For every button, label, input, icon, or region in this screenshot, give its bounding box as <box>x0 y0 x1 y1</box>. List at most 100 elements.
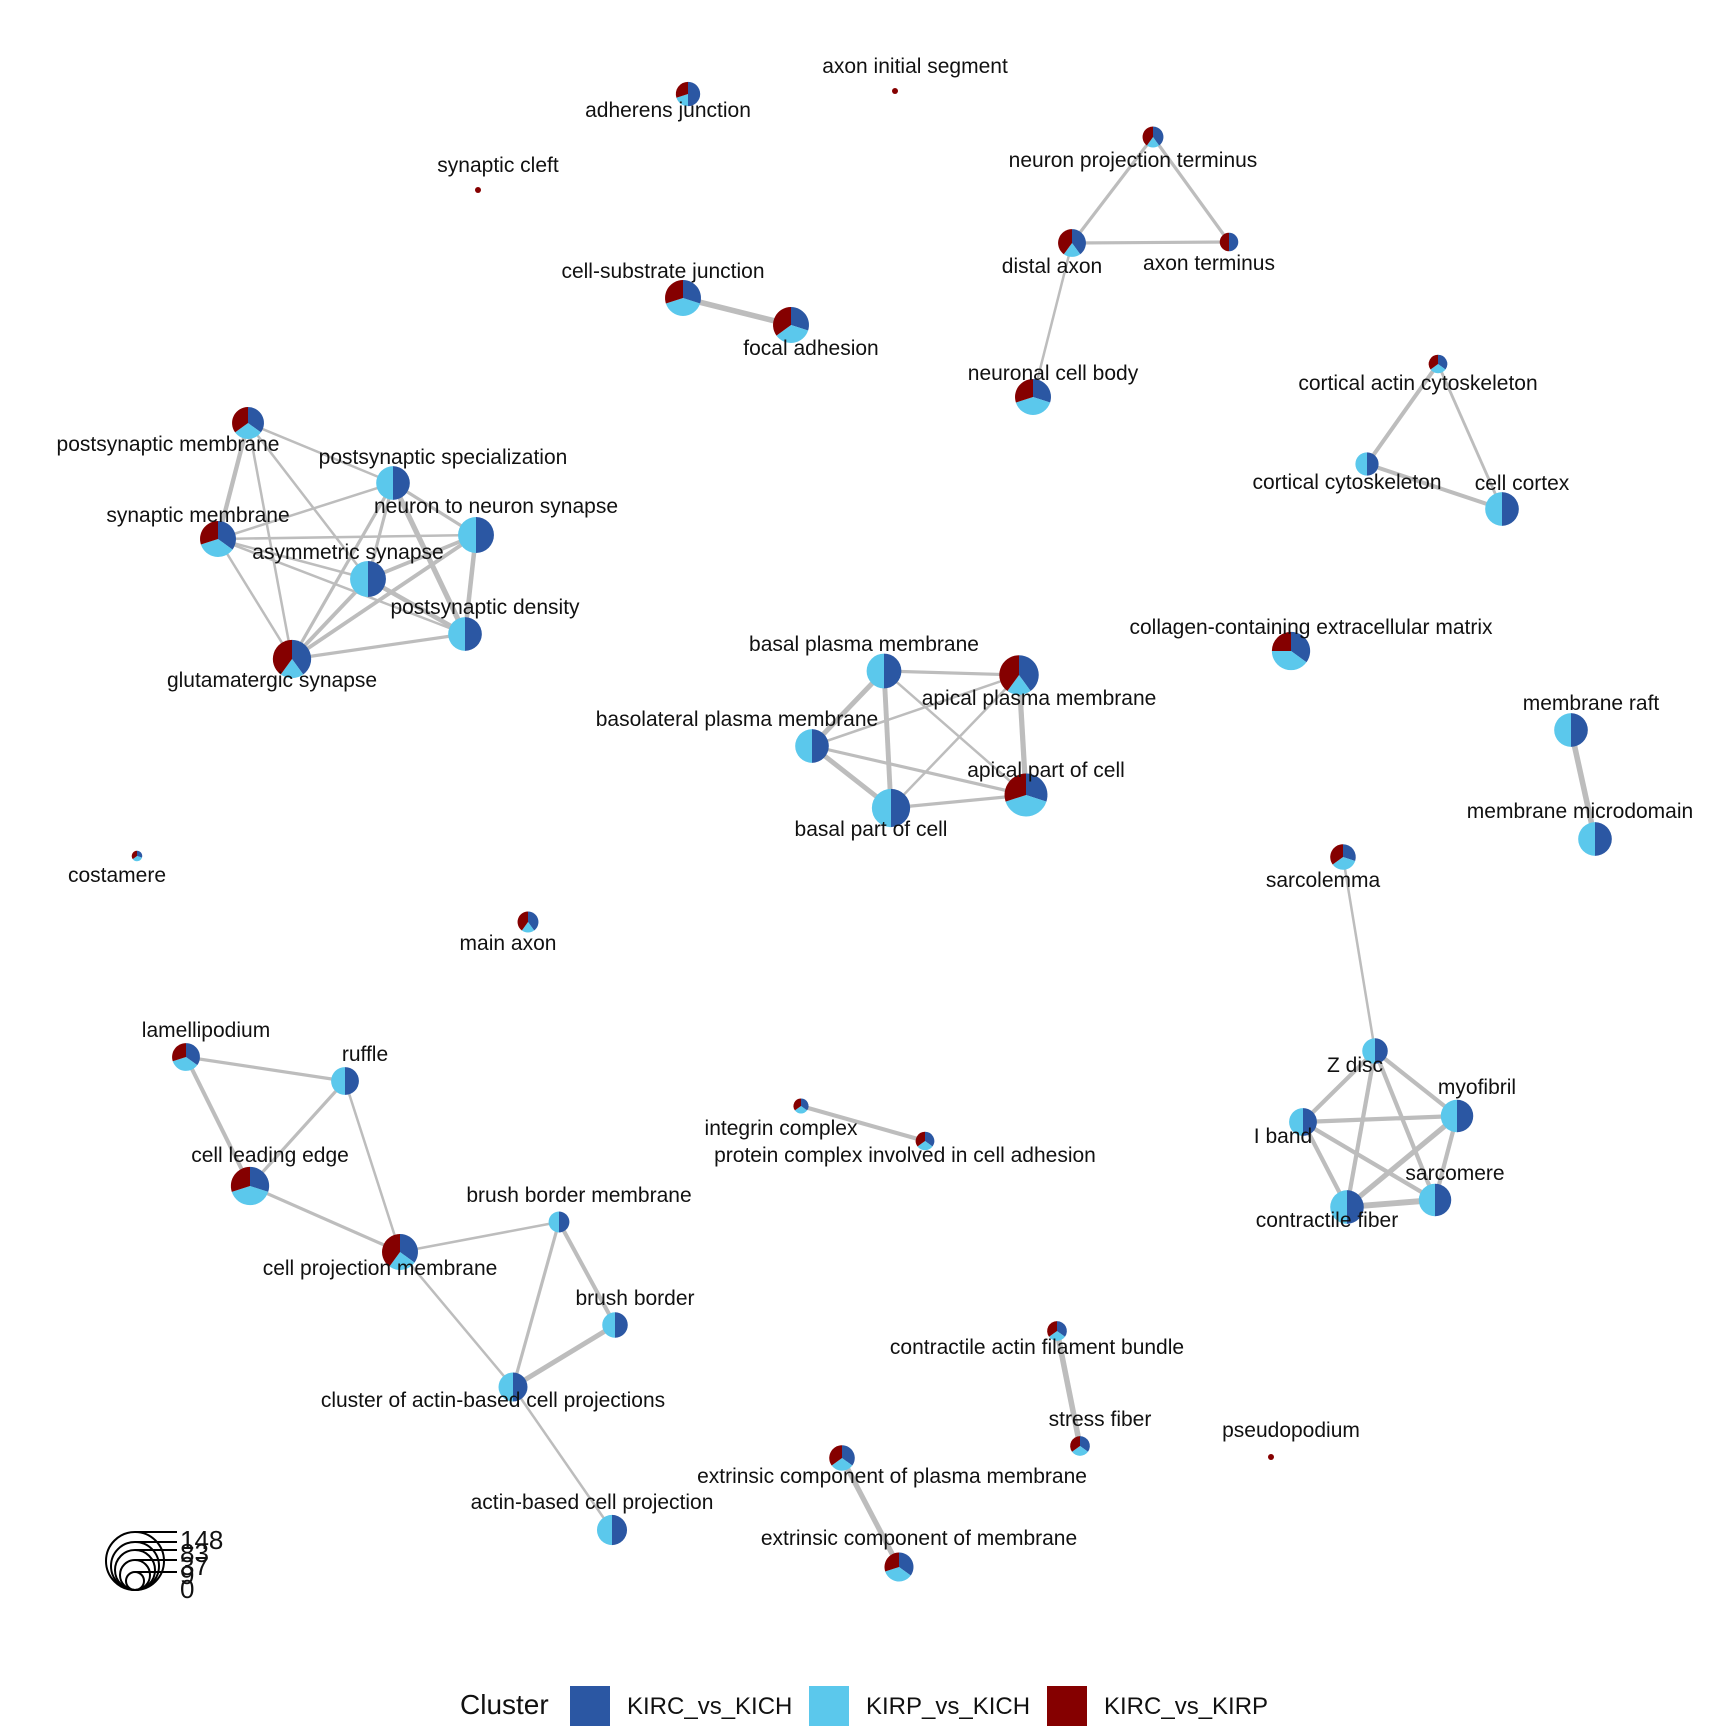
node-lamellipodium <box>172 1043 200 1071</box>
pie-slice-kirc-vs-kich <box>218 521 236 550</box>
pie-slice-kirc-vs-kirp <box>1271 631 1291 651</box>
edge-asymmetric_synapse-postsynaptic_density <box>366 577 467 636</box>
pie-slice-kirp-vs-kich <box>1332 857 1356 870</box>
node-label-cell-substrate-junction: cell-substrate junction <box>561 260 764 283</box>
edge-myofibril-contractile_fiber <box>1345 1113 1459 1210</box>
pie-slice-kirp-vs-kich <box>1362 1038 1375 1064</box>
node-apical-plasma-membrane <box>999 655 1039 695</box>
node-sarcolemma <box>1330 844 1356 870</box>
pie-slice-kirc-vs-kirp <box>892 88 898 94</box>
edge-z_disc-myofibril <box>1373 1049 1459 1118</box>
edge-sarcolemma-z_disc <box>1341 856 1377 1052</box>
node-label-extrinsic-component-membrane: extrinsic component of membrane <box>761 1527 1077 1550</box>
pie-slice-kirc-vs-kirp <box>230 1166 250 1192</box>
node-label-extrinsic-component-pm: extrinsic component of plasma membrane <box>697 1465 1087 1488</box>
pie-slice-kirc-vs-kich <box>345 1067 359 1095</box>
pie-slice-kirp-vs-kich <box>1271 651 1307 671</box>
node-cluster-actin-projections <box>498 1372 528 1402</box>
node-label-synaptic-cleft: synaptic cleft <box>437 154 559 177</box>
edge-synaptic_membrane-postsynaptic_specialization <box>217 481 394 541</box>
node-extrinsic-component-membrane <box>884 1552 914 1582</box>
pie-slice-kirc-vs-kich <box>801 1098 809 1111</box>
edge-distal_axon-axon_terminus <box>1071 240 1230 245</box>
node-asymmetric-synapse <box>350 561 386 597</box>
pie-slice-kirc-vs-kich <box>1595 822 1612 856</box>
pie-slice-kirc-vs-kirp <box>829 1445 842 1466</box>
node-label-apical-plasma-membrane: apical plasma membrane <box>922 687 1157 710</box>
edge-z_disc-sarcomere <box>1373 1050 1437 1201</box>
node-label-cell-projection-membrane: cell projection membrane <box>263 1257 498 1280</box>
edge-basal_part_of_cell-apical_part_of_cell <box>890 793 1027 810</box>
node-postsynaptic-density <box>448 617 482 651</box>
pie-slice-kirc-vs-kirp <box>773 307 791 336</box>
pie-slice-kirp-vs-kich <box>498 1372 513 1402</box>
edge-cell_projection_membrane-cluster_actin_projections <box>399 1251 514 1388</box>
pie-slice-kirc-vs-kirp <box>1058 229 1072 255</box>
node-label-synaptic-membrane: synaptic membrane <box>106 504 289 527</box>
pie-slice-kirc-vs-kich <box>393 466 410 500</box>
nodes-layer <box>131 81 1612 1582</box>
pie-slice-kirc-vs-kich <box>688 81 701 107</box>
pie-slice-kirp-vs-kich <box>1049 1331 1065 1341</box>
node-contractile-fiber <box>1330 1190 1364 1224</box>
node-label-stress-fiber: stress fiber <box>1049 1408 1152 1431</box>
node-label-focal-adhesion: focal adhesion <box>743 337 878 360</box>
pie-slice-kirc-vs-kich <box>612 1514 628 1546</box>
pie-slice-kirc-vs-kich <box>292 639 312 675</box>
node-distal-axon <box>1058 229 1086 257</box>
pie-slice-kirc-vs-kich <box>1303 1108 1317 1136</box>
node-label-adherens-junction: adherens junction <box>585 99 751 122</box>
node-costamere <box>131 850 143 862</box>
size-legend-circle-4 <box>119 1559 151 1591</box>
node-myofibril <box>1440 1099 1474 1133</box>
pie-slice-kirc-vs-kich <box>368 561 386 597</box>
pie-slice-kirp-vs-kich <box>200 539 233 557</box>
pie-slice-kirp-vs-kich <box>1578 822 1595 856</box>
pie-slice-kirp-vs-kich <box>521 922 535 933</box>
node-label-sarcomere: sarcomere <box>1405 1162 1504 1185</box>
pie-slice-kirc-vs-kirp <box>1428 354 1438 370</box>
node-label-lamellipodium: lamellipodium <box>142 1019 270 1042</box>
size-legend: 148 83 37 9 0 <box>105 1525 223 1604</box>
edge-postsynaptic_membrane-synaptic_membrane <box>215 422 251 540</box>
node-brush-border-membrane <box>548 1211 570 1233</box>
pie-slice-kirp-vs-kich <box>1554 713 1571 747</box>
edge-brush_border_membrane-cluster_actin_projections <box>511 1221 561 1388</box>
node-label-basal-plasma-membrane: basal plasma membrane <box>749 633 979 656</box>
legend-label-kirp-vs-kich: KIRP_vs_KICH <box>866 1693 1030 1720</box>
pie-slice-kirc-vs-kich <box>1502 492 1519 526</box>
node-cell-projection-membrane <box>382 1234 418 1270</box>
pie-slice-kirp-vs-kich <box>172 1057 198 1071</box>
edge-cortical_cytoskeleton-cell_cortex <box>1366 462 1503 511</box>
pie-slice-kirc-vs-kich <box>1033 379 1051 403</box>
pie-slice-kirc-vs-kich <box>137 850 143 858</box>
edge-i_band-sarcomere <box>1301 1120 1437 1202</box>
node-neuronal-cell-body <box>1015 379 1051 415</box>
pie-slice-kirp-vs-kich <box>871 788 891 828</box>
node-label-cluster-actin-projections: cluster of actin-based cell projections <box>321 1389 665 1412</box>
pie-slice-kirp-vs-kich <box>448 617 465 651</box>
pie-slice-kirc-vs-kirp <box>200 521 218 545</box>
pie-slice-kirc-vs-kirp <box>1004 773 1026 802</box>
node-label-contractile-actin-filament-bundle: contractile actin filament bundle <box>890 1336 1184 1359</box>
node-label-basal-part-of-cell: basal part of cell <box>795 818 948 841</box>
pie-slice-kirp-vs-kich <box>917 1141 933 1151</box>
size-legend-value-4: 9 <box>180 1560 194 1590</box>
legend-swatch-kirc-vs-kirp <box>1047 1686 1087 1726</box>
edge-z_disc-i_band <box>1301 1049 1377 1124</box>
node-actin-based-cell-projection <box>596 1514 628 1546</box>
pie-slice-kirc-vs-kirp <box>1219 232 1229 252</box>
cluster-legend: Cluster KIRC_vs_KICH KIRP_vs_KICH KIRC_v… <box>460 1686 1268 1726</box>
pie-slice-kirp-vs-kich <box>548 1211 559 1233</box>
node-neuron-projection-terminus <box>1142 126 1164 148</box>
node-label-contractile-fiber: contractile fiber <box>1256 1209 1398 1232</box>
pie-slice-kirp-vs-kich <box>1418 1183 1435 1217</box>
pie-slice-kirp-vs-kich <box>376 466 393 500</box>
node-label-brush-border-membrane: brush border membrane <box>466 1184 691 1207</box>
node-pseudopodium <box>1268 1454 1274 1460</box>
pie-slice-kirc-vs-kich <box>812 729 829 763</box>
pie-slice-kirp-vs-kich <box>389 1252 415 1270</box>
edge-postsynaptic_specialization-postsynaptic_density <box>390 481 468 636</box>
